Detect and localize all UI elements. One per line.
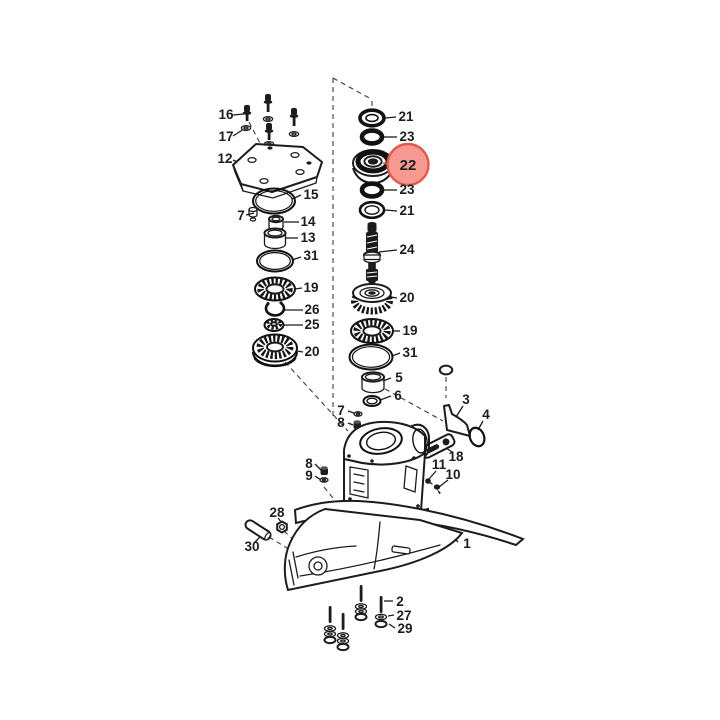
callout-12: 12 [217, 151, 232, 166]
callout-22[interactable]: 22 [400, 157, 417, 174]
callout-10: 10 [445, 467, 460, 482]
callout-4: 4 [482, 407, 490, 422]
part-9-washer-side [319, 477, 329, 483]
callout-11: 11 [432, 457, 447, 472]
part-19-bearing-right [350, 318, 394, 344]
part-6-ring [362, 395, 382, 407]
callout-13: 13 [300, 230, 316, 245]
callout-28: 28 [269, 505, 285, 520]
callout-7b: 7 [337, 403, 345, 418]
part-11-screw [425, 478, 433, 485]
callout-9: 9 [305, 468, 313, 483]
part-26-snap-ring [264, 301, 286, 317]
part-17-washer [240, 124, 252, 132]
callout-20a: 20 [304, 344, 319, 359]
callout-26: 26 [304, 302, 320, 317]
callout-19b: 19 [402, 323, 417, 338]
part-23-o-ring-lower [359, 181, 385, 199]
callout-17: 17 [218, 129, 233, 144]
callout-31a: 31 [303, 248, 319, 263]
callout-8b: 8 [305, 456, 313, 471]
part-30-pin [244, 519, 272, 541]
part-20-bearing-assembly-left [252, 333, 298, 368]
callout-24: 24 [399, 242, 415, 257]
part-3-wedge [443, 404, 471, 437]
part-16-bolt [242, 104, 252, 121]
part-2-stud [379, 596, 383, 613]
callout-1: 1 [463, 536, 471, 551]
callout-15: 15 [303, 187, 319, 202]
part-23-o-ring-upper [359, 128, 385, 146]
callout-2: 2 [396, 594, 404, 609]
cover-bolt-1 [262, 93, 274, 123]
highlight-circle-part-22[interactable] [386, 142, 430, 187]
callout-27: 27 [396, 608, 411, 623]
callout-23a: 23 [399, 129, 415, 144]
part-13-spacer [263, 227, 287, 250]
part-29-nut [374, 619, 388, 629]
callout-23b: 23 [399, 182, 415, 197]
callout-6: 6 [394, 388, 402, 403]
part-1-gear-housing [283, 420, 525, 592]
part-25-bearing-small [263, 318, 285, 332]
plug-oval [438, 364, 454, 376]
callout-18: 18 [448, 449, 464, 464]
callout-19a: 19 [303, 280, 318, 295]
part-4-o-ring [468, 426, 486, 448]
callout-3: 3 [462, 392, 470, 407]
part-21-washer-upper [358, 108, 386, 128]
part-7-washer-top [353, 411, 363, 417]
callout-14: 14 [300, 214, 316, 229]
part-21-washer-lower [358, 200, 386, 220]
part-27-washer [374, 613, 388, 621]
part-7-screw-left [248, 206, 258, 222]
callout-29: 29 [397, 621, 412, 636]
callout-21b: 21 [399, 203, 415, 218]
part-24-driveshaft [363, 222, 381, 285]
part-12-bearing-cover [232, 143, 323, 199]
part-15-o-ring [252, 187, 296, 215]
part-31-shim-left [256, 249, 294, 273]
callout-8a: 8 [337, 415, 345, 430]
cover-bolt-3 [263, 122, 275, 148]
part-31-shim-right [348, 343, 394, 371]
part-22-oil-seal-carrier [352, 149, 394, 185]
cover-bolt-2 [288, 107, 300, 138]
part-28-nut [276, 520, 288, 534]
part-8-plug-side [320, 466, 328, 475]
callout-25: 25 [304, 317, 320, 332]
callout-20b: 20 [399, 290, 414, 305]
callout-16: 16 [218, 107, 234, 122]
part-10-screw [433, 484, 441, 494]
part-20-pinion-gear [351, 283, 393, 315]
callout-21a: 21 [398, 109, 414, 124]
part-19-bearing-left [254, 276, 296, 302]
callout-5: 5 [395, 370, 403, 385]
mounting-studs [323, 585, 368, 652]
callout-7a: 7 [237, 208, 245, 223]
callout-31b: 31 [402, 345, 418, 360]
part-5-sleeve [361, 371, 385, 394]
callout-30: 30 [244, 539, 259, 554]
